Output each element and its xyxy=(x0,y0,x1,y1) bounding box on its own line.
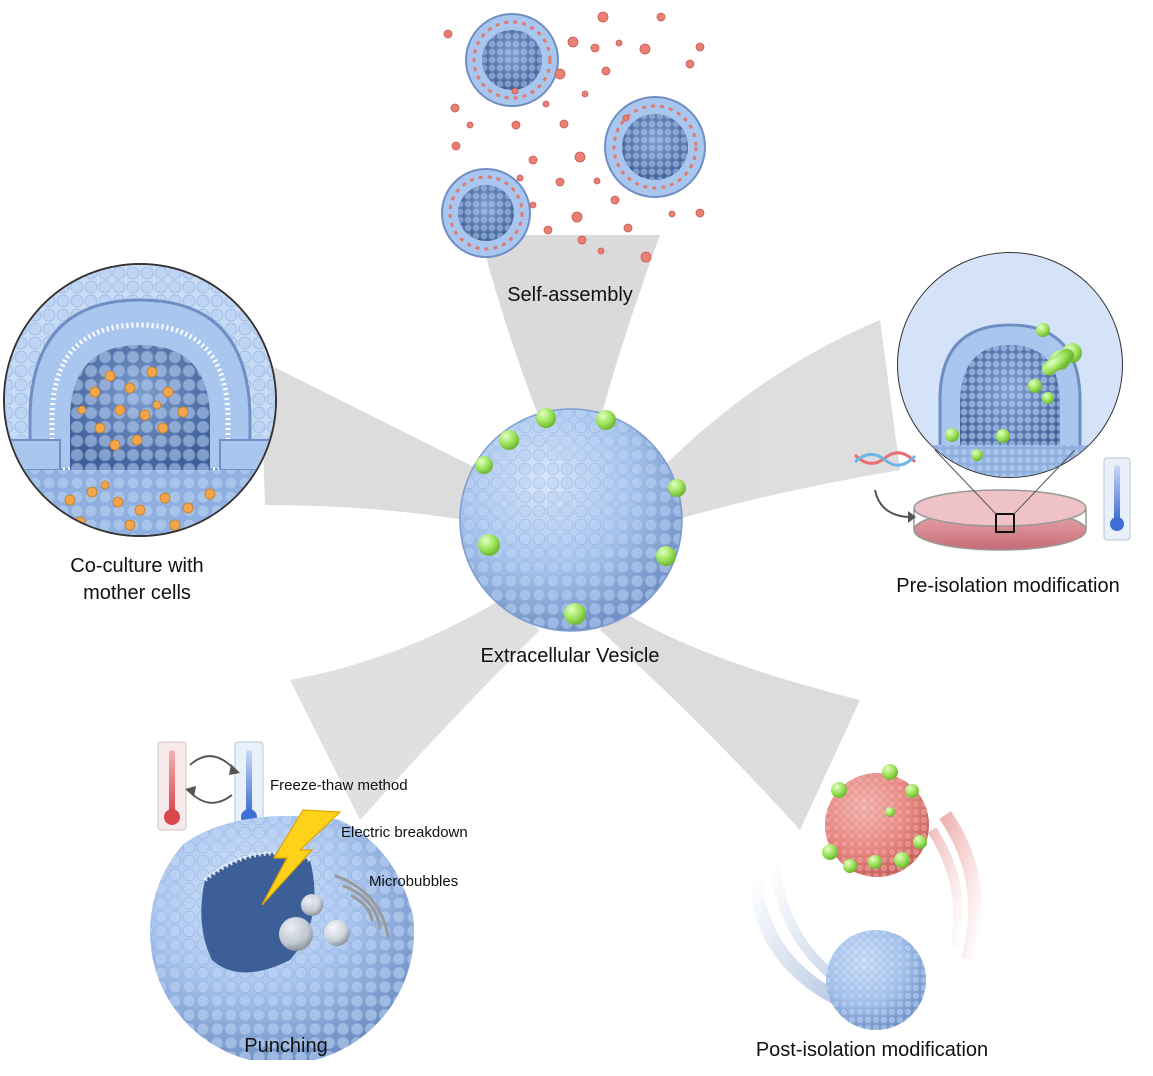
post-isolation-illustration xyxy=(748,764,983,1030)
beam-pre-isolation xyxy=(660,320,900,520)
culture-dish xyxy=(913,449,1087,551)
connector-beams xyxy=(260,235,900,830)
green-proteins xyxy=(945,323,1082,461)
thermometer-cold-icon xyxy=(1103,457,1131,541)
label-self-assembly: Self-assembly xyxy=(507,284,633,306)
self-assembly-illustration xyxy=(441,11,706,263)
surface-proteins xyxy=(822,764,927,873)
liposome xyxy=(465,13,559,107)
salmon-particles xyxy=(443,11,705,263)
label-co-culture-line1: Co-culture with xyxy=(70,555,204,577)
pre-isolation-illustration xyxy=(853,252,1131,551)
thermometer-hot-icon xyxy=(157,741,187,831)
beam-co-culture xyxy=(260,360,480,520)
label-microbubbles: Microbubbles xyxy=(369,873,459,890)
arrowhead-icon xyxy=(908,511,916,523)
beam-punching xyxy=(290,600,540,820)
liposome xyxy=(604,96,706,198)
surface-proteins xyxy=(475,408,686,625)
label-freeze-thaw: Freeze-thaw method xyxy=(270,777,408,794)
label-co-culture-line2: mother cells xyxy=(83,582,191,604)
label-punching: Punching xyxy=(244,1035,328,1057)
lightning-icon xyxy=(261,809,342,906)
beam-self-assembly xyxy=(480,235,660,420)
sound-waves-icon xyxy=(334,874,390,938)
liposome xyxy=(441,168,531,258)
zoom-box xyxy=(995,513,1015,533)
beam-post-isolation xyxy=(600,610,860,830)
dna-icon xyxy=(853,451,917,467)
co-culture-illustration xyxy=(3,263,277,537)
arrow-icon xyxy=(874,489,909,518)
label-post-isolation: Post-isolation modification xyxy=(755,1039,989,1061)
center-vesicle-illustration xyxy=(459,408,686,632)
punching-illustration xyxy=(150,741,414,1060)
cycle-arrow-icon xyxy=(189,755,236,771)
microbubble-icons xyxy=(279,894,350,951)
thermometer-cold-icon xyxy=(234,741,264,831)
label-center-vesicle: Extracellular Vesicle xyxy=(480,645,660,667)
label-pre-isolation: Pre-isolation modification xyxy=(896,575,1120,597)
label-electric-breakdown: Electric breakdown xyxy=(341,824,468,841)
orange-cargo xyxy=(64,366,216,531)
cycle-arrow-icon xyxy=(189,791,233,804)
